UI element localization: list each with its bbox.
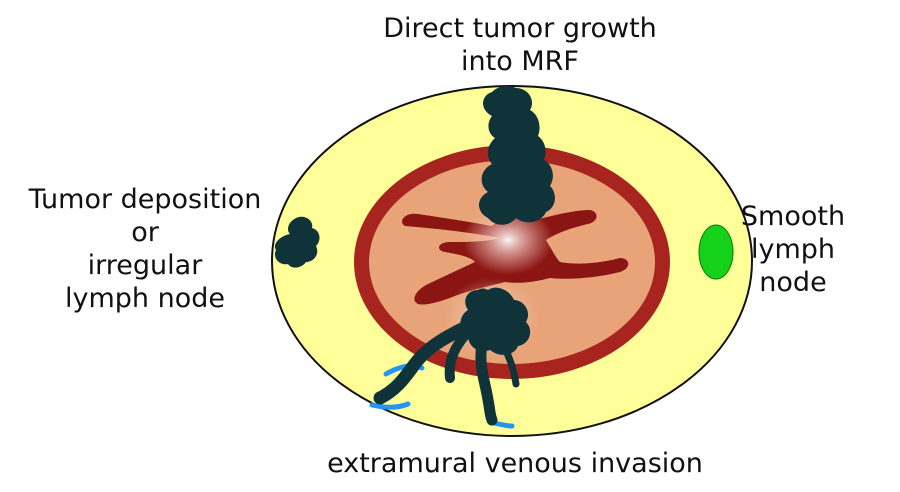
vein-bottom-left <box>369 401 411 410</box>
label-line: lymph node <box>65 283 225 314</box>
venous-extension-small <box>496 336 520 388</box>
label-line: node <box>759 267 827 298</box>
label-line: Smooth <box>740 201 846 232</box>
label-line: into MRF <box>461 46 579 77</box>
tumor-into-mrf <box>479 85 555 225</box>
venous-extension-right <box>475 339 498 426</box>
label-line: Tumor deposition <box>28 184 262 215</box>
label-line: or <box>131 217 159 248</box>
tumor-lower-mass <box>460 287 531 355</box>
label-line: extramural venous invasion <box>327 448 703 479</box>
label-smooth-lymph-node: Smooth lymph node <box>728 200 858 299</box>
label-line: Direct tumor growth <box>383 13 657 44</box>
label-tumor-deposition: Tumor deposition or irregular lymph node <box>0 183 290 315</box>
label-extramural-venous-invasion: extramural venous invasion <box>290 447 740 480</box>
venous-extension-left <box>373 318 477 405</box>
label-line: irregular <box>87 250 203 281</box>
label-line: lymph <box>750 234 836 265</box>
smooth-lymph-node <box>698 224 734 280</box>
lumen-highlight <box>463 205 553 275</box>
label-direct-tumor-growth: Direct tumor growth into MRF <box>340 12 700 78</box>
tumor-deposit-left <box>274 216 320 268</box>
venous-extension-mid <box>444 325 475 383</box>
